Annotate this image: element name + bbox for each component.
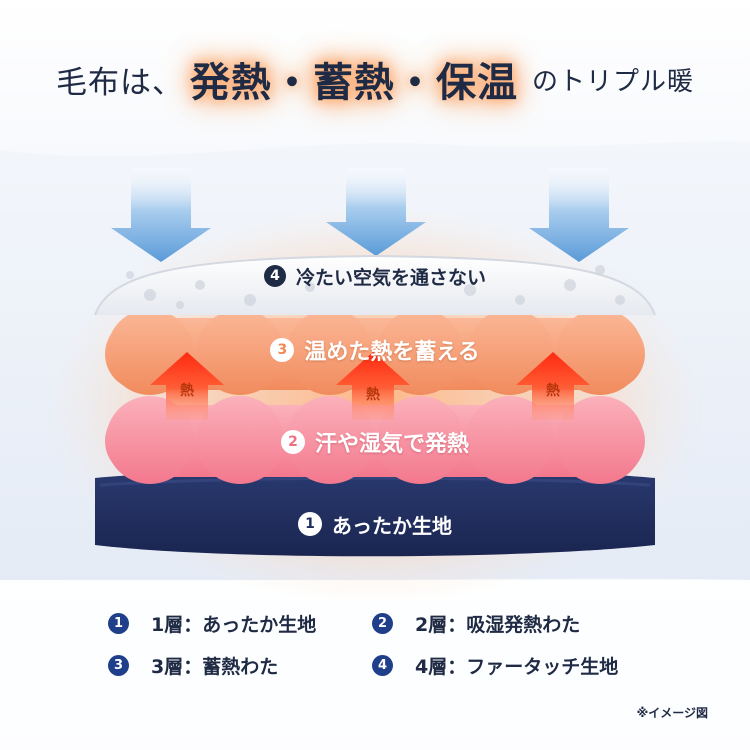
layer1-number: 1 — [298, 512, 322, 536]
cold-arrows — [111, 168, 629, 262]
legend-item-1: 1 1層：あったか生地 — [108, 608, 316, 638]
layer3-text: 温めた熱を蓄える — [304, 340, 480, 365]
layer3-number: 3 — [270, 338, 295, 362]
legend-item-2: 2 2層：吸湿発熱わた — [372, 608, 580, 638]
headline-prefix: 毛布は、 — [55, 64, 184, 101]
legend-text-3: 3層：蓄熱わた — [151, 655, 279, 678]
headline: 毛布は、 発熱・蓄熱・保温 のトリプル暖 — [0, 44, 750, 114]
headline-main: 発熱・蓄熱・保温 — [189, 59, 518, 106]
heat-label-right: 熱 — [546, 383, 560, 399]
layer4-number: 4 — [263, 265, 286, 287]
heat-label-center: 熱 — [366, 387, 380, 403]
legend-item-3: 3 3層：蓄熱わた — [108, 650, 278, 680]
legend-number-3: 3 — [108, 654, 129, 676]
layer4-text: 冷たい空気を通さない — [295, 266, 486, 289]
legend-number-1: 1 — [108, 612, 129, 634]
layer1-label: 1 あったか生地 — [0, 508, 750, 540]
legend-number-2: 2 — [372, 612, 393, 634]
layer1-text: あったか生地 — [332, 513, 452, 538]
layer2-text: 汗や湿気で発熱 — [314, 432, 469, 457]
layer3-label: 3 温めた熱を蓄える — [0, 334, 750, 366]
legend-number-4: 4 — [372, 654, 393, 676]
legend-text-2: 2層：吸湿発熱わた — [415, 613, 581, 636]
headline-suffix: のトリプル暖 — [531, 66, 694, 97]
legend-item-4: 4 4層：ファータッチ生地 — [372, 650, 618, 680]
image-note: ※イメージ図 — [636, 706, 708, 720]
heat-arrows — [150, 352, 590, 420]
legend-text-1: 1層：あったか生地 — [151, 613, 317, 636]
legend-text-4: 4層：ファータッチ生地 — [415, 655, 619, 678]
heat-label-left: 熱 — [180, 383, 194, 399]
layer2-label: 2 汗や湿気で発熱 — [0, 426, 750, 458]
layer4-label: 4 冷たい空気を通さない — [0, 262, 750, 290]
layer2-number: 2 — [280, 430, 305, 454]
